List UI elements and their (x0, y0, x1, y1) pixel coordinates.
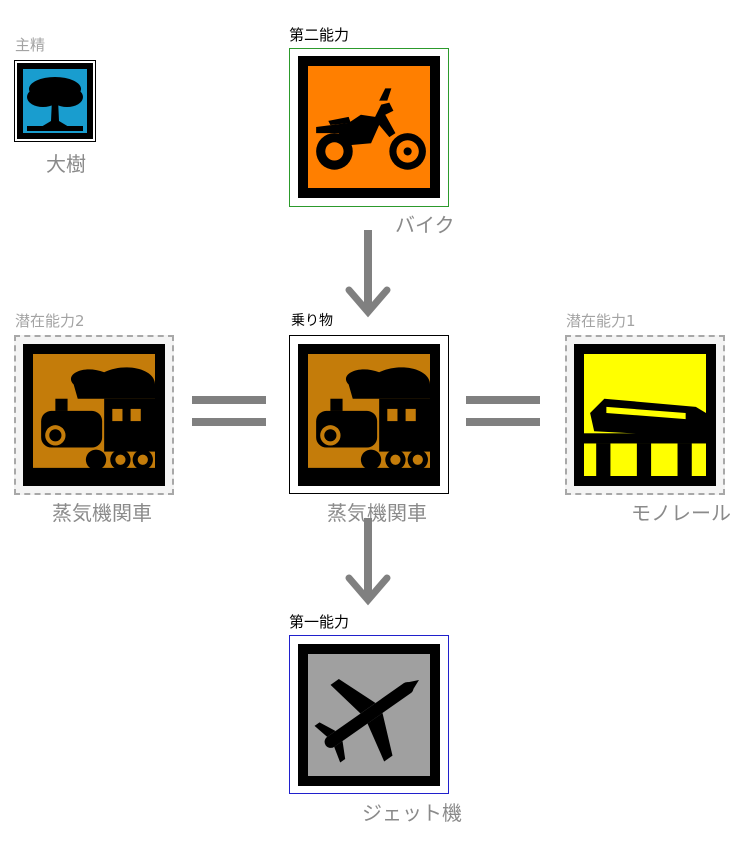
equals-right-icon (466, 396, 540, 426)
second-ability-name: バイク (395, 213, 455, 237)
equals-left-icon (192, 396, 266, 426)
arrow-down-icon (345, 230, 391, 318)
airplane-icon (314, 679, 419, 763)
main-spirit-label: 主精 (15, 36, 46, 54)
first-ability-icon-box (298, 644, 440, 786)
motorcycle-icon (316, 88, 426, 170)
monorail-icon (584, 398, 706, 476)
potential2-name: 蒸気機関車 (52, 501, 152, 525)
tree-icon (27, 77, 83, 131)
vehicle-icon-box (298, 344, 440, 486)
steam-locomotive-icon (33, 367, 155, 476)
main-spirit-icon-box (17, 63, 93, 139)
vehicle-name: 蒸気機関車 (327, 501, 427, 525)
arrow-down-icon (345, 518, 391, 606)
main-spirit-name: 大樹 (46, 152, 86, 176)
potential2-label: 潜在能力2 (15, 312, 85, 330)
potential1-name: モノレール (631, 501, 731, 525)
potential1-icon-box (574, 344, 716, 486)
steam-locomotive-icon (308, 367, 430, 476)
potential1-label: 潜在能力1 (566, 312, 636, 330)
second-ability-label: 第二能力 (289, 26, 350, 44)
potential2-icon-box (23, 344, 165, 486)
vehicle-label: 乗り物 (291, 313, 333, 329)
second-ability-icon-box (298, 56, 440, 198)
first-ability-label: 第一能力 (289, 613, 350, 631)
first-ability-name: ジェット機 (362, 801, 462, 825)
